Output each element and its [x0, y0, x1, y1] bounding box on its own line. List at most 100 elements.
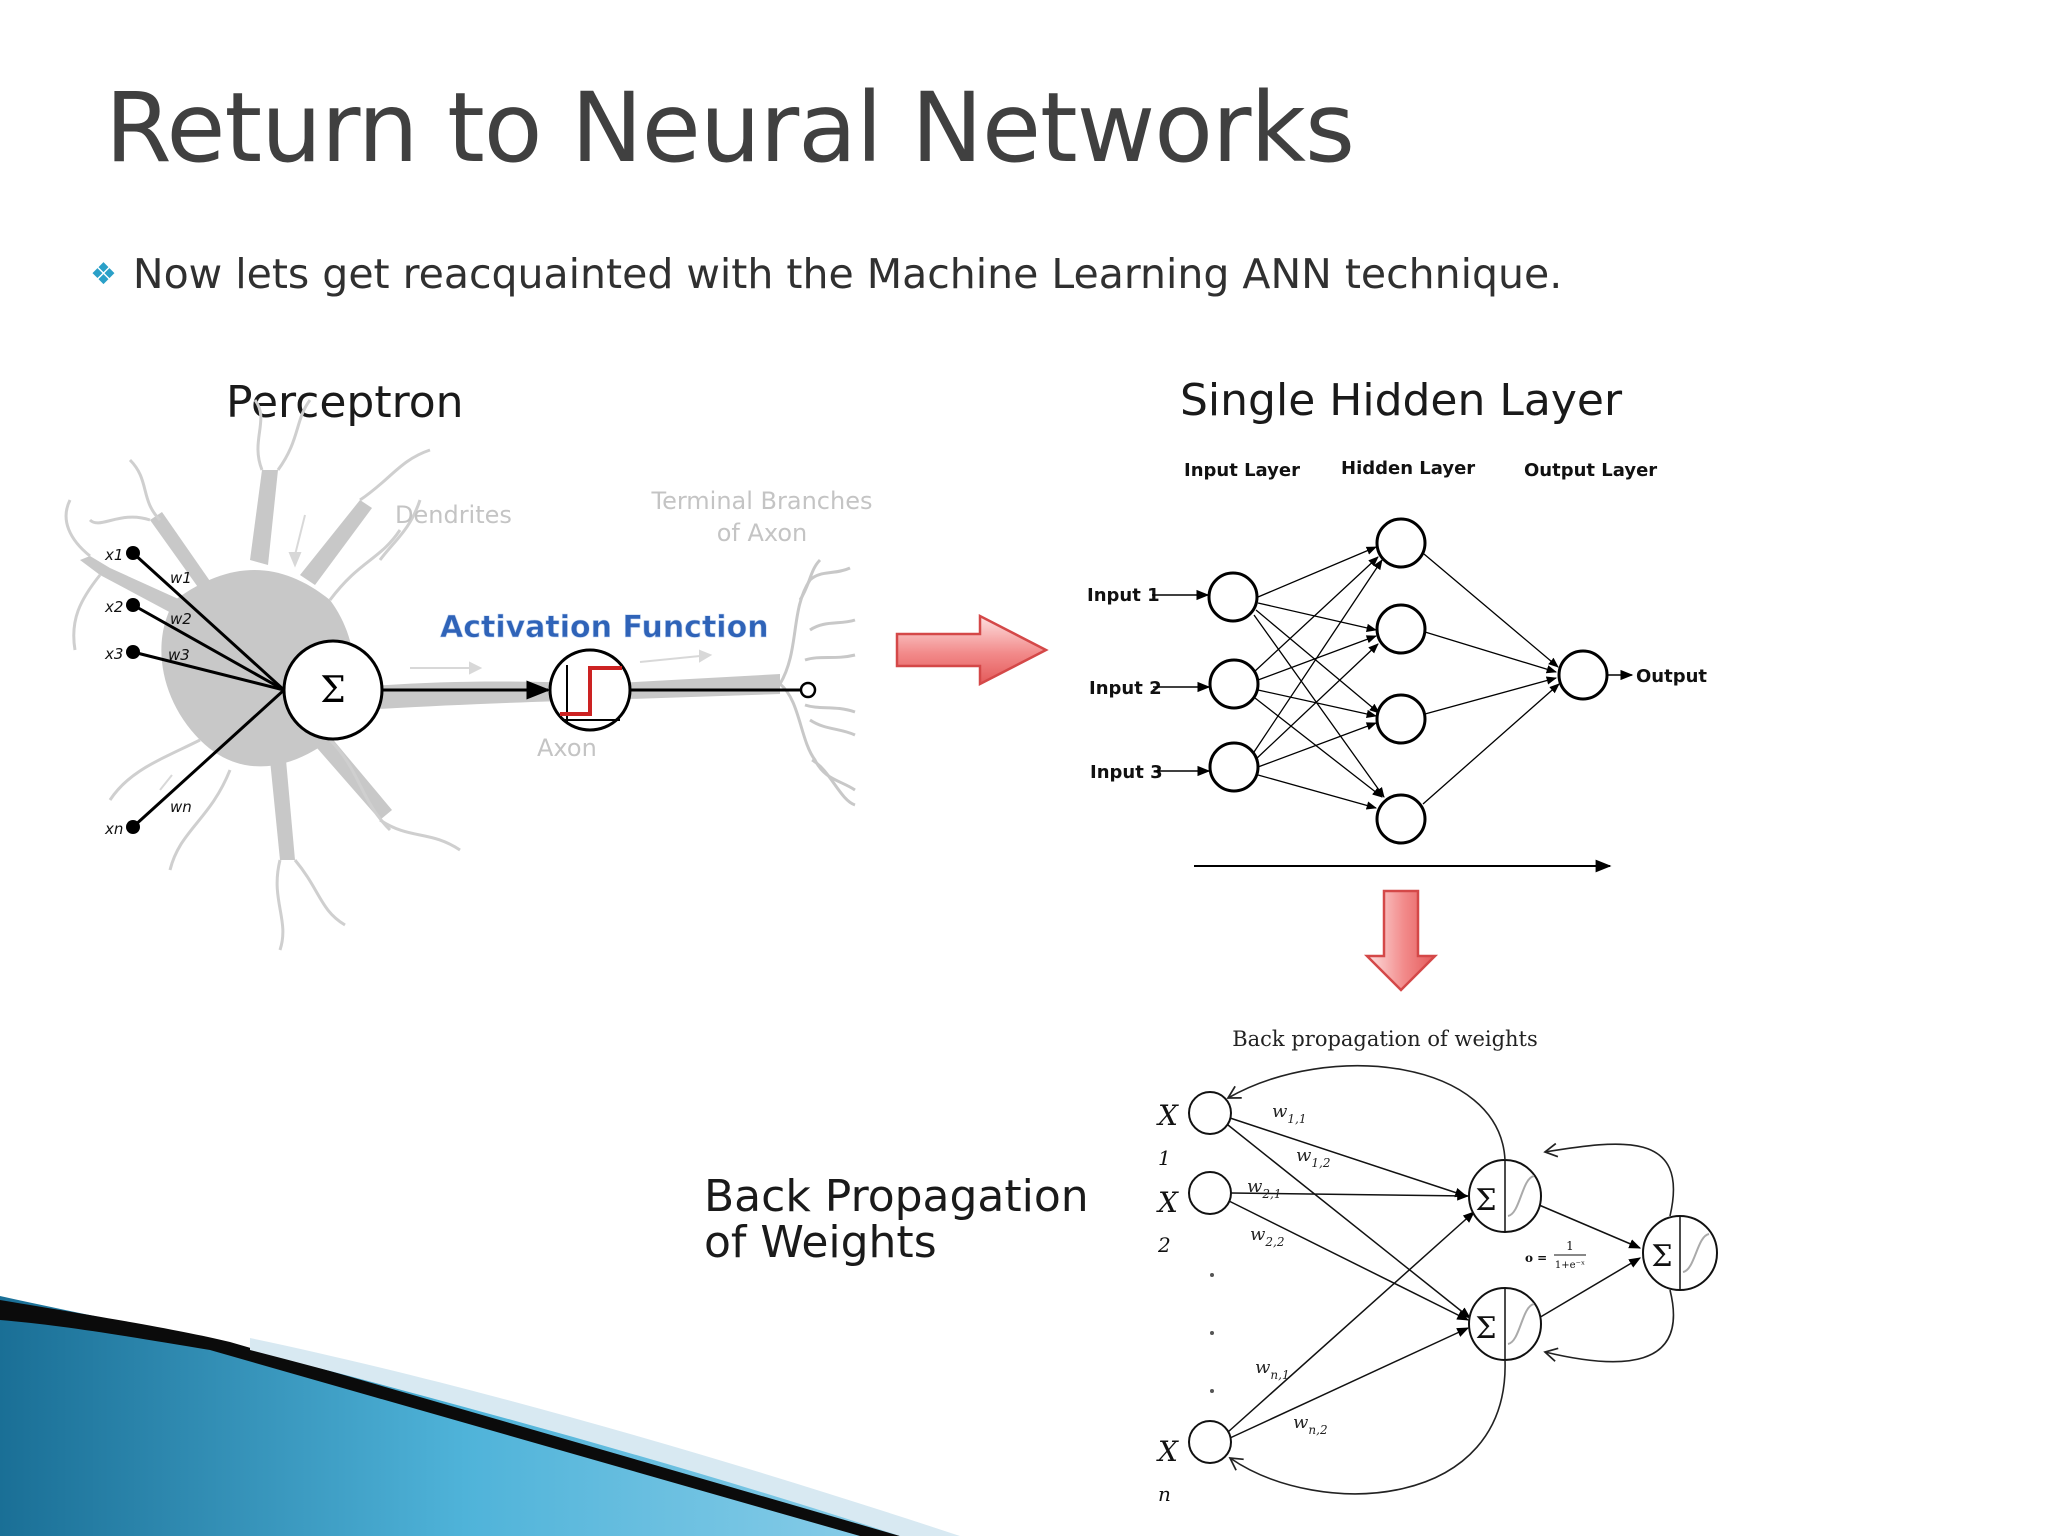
input-dot-x2: [126, 598, 140, 612]
sigmoid-curve-icon: [1682, 1233, 1710, 1273]
hidden-layer-label: Hidden Layer: [1341, 458, 1475, 479]
svg-text:w2,2: w2,2: [1250, 1224, 1285, 1249]
sigmoid-curve-icon: [1507, 1175, 1535, 1217]
bp-input-nodes: [1188, 1091, 1232, 1464]
input-dot-x3: [126, 645, 140, 659]
hidden-node-4: [1375, 793, 1427, 845]
decorative-swoosh: [0, 1296, 960, 1536]
hidden-layer-heading: Single Hidden Layer: [1180, 375, 1623, 426]
hidden-layer-diagram: Input Layer Hidden Layer Output Layer In…: [1087, 458, 1707, 873]
hidden-node-3: [1375, 693, 1427, 745]
terminal-branches-label: Terminal Branches: [651, 487, 873, 515]
formula-denominator: 1+e⁻ˣ: [1555, 1260, 1585, 1271]
bp-hidden-node-2: Σ: [1468, 1287, 1542, 1361]
bp-w11-sub: 1,1: [1287, 1112, 1306, 1126]
weight-label-w3: w3: [168, 646, 190, 664]
bp-w22-base: w: [1250, 1224, 1266, 1245]
backprop-caption: Back propagation of weights: [1232, 1027, 1538, 1051]
output-label: Output: [1636, 666, 1707, 687]
bp-w12-sub: 1,2: [1311, 1156, 1330, 1170]
svg-text:wn,2: wn,2: [1293, 1412, 1328, 1437]
input-node-1: [1207, 571, 1259, 623]
bp-hidden-sigma-2: Σ: [1475, 1311, 1496, 1346]
bp-x2-letter: X: [1156, 1186, 1179, 1219]
signal-direction-arrows: [159, 514, 713, 791]
bp-input-node-2: [1188, 1171, 1232, 1215]
dendrites-label: Dendrites: [395, 501, 512, 529]
right-arrow-icon: [895, 613, 1049, 687]
sigmoid-formula: o = 1 1+e⁻ˣ: [1525, 1239, 1586, 1271]
input-1-label: Input 1: [1087, 585, 1160, 606]
sigmoid-curve-icon: [1507, 1303, 1535, 1345]
bp-weight-connections: [1227, 1117, 1642, 1439]
input-3-label: Input 3: [1090, 762, 1163, 783]
bp-output-sigma: Σ: [1651, 1239, 1672, 1274]
backprop-diagram: Back propagation of weights X 1 X 2 X n: [1156, 1027, 1718, 1506]
backprop-heading-line2: of Weights: [704, 1217, 937, 1268]
input-hidden-connections: [1251, 546, 1385, 810]
input-layer-label: Input Layer: [1184, 460, 1300, 481]
bp-input-node-n: [1188, 1420, 1232, 1464]
slide-title: Return to Neural Networks: [105, 72, 1355, 184]
bp-xn-letter: X: [1156, 1435, 1179, 1468]
hidden-output-connections: [1422, 553, 1560, 805]
bp-wn2-base: w: [1293, 1412, 1309, 1433]
weight-label-w1: w1: [170, 569, 192, 587]
backprop-heading: Back Propagation of Weights: [704, 1174, 1089, 1266]
bp-wn2-sub: n,2: [1308, 1423, 1327, 1437]
bp-w12-base: w: [1296, 1145, 1312, 1166]
network-nodes: [1207, 517, 1609, 845]
bullet-item: ❖ Now lets get reacquainted with the Mach…: [90, 250, 1562, 298]
bp-hidden-node-1: Σ: [1468, 1159, 1542, 1233]
formula-numerator: 1: [1566, 1239, 1574, 1253]
input-node-2: [1208, 658, 1260, 710]
dendrite-branches: [64, 399, 461, 951]
input-label-x2: x2: [104, 598, 123, 616]
bp-feedback-arrows: [1226, 1065, 1675, 1495]
bp-x1-letter: X: [1156, 1099, 1179, 1132]
hidden-node-2: [1375, 603, 1427, 655]
bullet-text: Now lets get reacquainted with the Machi…: [132, 250, 1563, 298]
input-arrows: [1152, 589, 1634, 777]
bp-w21-base: w: [1247, 1176, 1263, 1197]
input-node-3: [1208, 741, 1260, 793]
terminal-axon-label: of Axon: [717, 519, 808, 547]
bp-x1-sub: 1: [1158, 1146, 1171, 1170]
bp-wn1-sub: n,1: [1270, 1368, 1289, 1382]
bp-input-node-1: [1188, 1091, 1232, 1135]
axon-terminals: [778, 558, 856, 807]
input-label-xn: xn: [104, 820, 123, 838]
weight-label-w2: w2: [170, 610, 192, 628]
bp-hidden-sigma-1: Σ: [1475, 1183, 1496, 1218]
bp-wn1-base: w: [1255, 1357, 1271, 1378]
input-label-x1: x1: [104, 546, 123, 564]
diamond-bullet-icon: ❖: [90, 257, 117, 292]
formula-lhs: o =: [1525, 1251, 1547, 1265]
input-label-x3: x3: [104, 645, 123, 663]
output-terminal: [799, 681, 817, 699]
output-layer-label: Output Layer: [1524, 460, 1657, 481]
activation-function-label: Activation Function: [440, 610, 769, 645]
svg-text:w2,1: w2,1: [1247, 1176, 1282, 1201]
bp-xn-sub: n: [1158, 1482, 1171, 1506]
bp-ellipsis-dots: [1210, 1273, 1214, 1393]
bp-w22-sub: 2,2: [1264, 1235, 1284, 1249]
axon-label: Axon: [537, 734, 597, 762]
bp-w21-sub: 2,1: [1261, 1187, 1281, 1201]
perceptron-heading: Perceptron: [226, 377, 464, 428]
bp-output-node: Σ: [1642, 1215, 1718, 1291]
input-2-label: Input 2: [1089, 678, 1162, 699]
output-node: [1557, 649, 1609, 701]
step-function-icon: [560, 665, 622, 722]
down-arrow-icon: [1363, 889, 1439, 992]
perceptron-diagram: x1 x2 x3 xn w1 w2 w3 wn Σ: [64, 399, 873, 951]
summation-symbol: Σ: [320, 670, 345, 711]
hidden-node-1: [1375, 517, 1427, 569]
input-dot-x1: [126, 546, 140, 560]
input-dot-xn: [126, 820, 140, 834]
backprop-heading-line1: Back Propagation: [704, 1171, 1089, 1222]
bp-x2-sub: 2: [1157, 1233, 1171, 1257]
svg-text:w1,1: w1,1: [1272, 1101, 1307, 1126]
perceptron-input-lines: [131, 551, 286, 829]
